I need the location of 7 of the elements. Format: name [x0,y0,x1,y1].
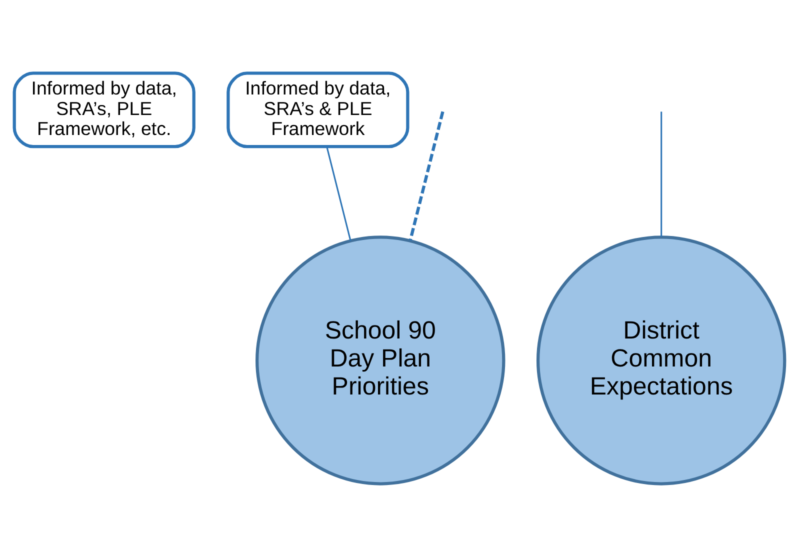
node-box: Informed by data, SRA’s & PLE Framework [226,71,410,148]
node-box: Informed by data, SRA’s, PLE Framework, etc. [12,71,196,148]
connector [408,110,444,240]
node-circle: District Common Expectations [536,235,786,485]
connector [326,146,352,240]
node-circle: School 90 Day Plan Priorities [256,235,506,485]
connector [660,111,662,236]
